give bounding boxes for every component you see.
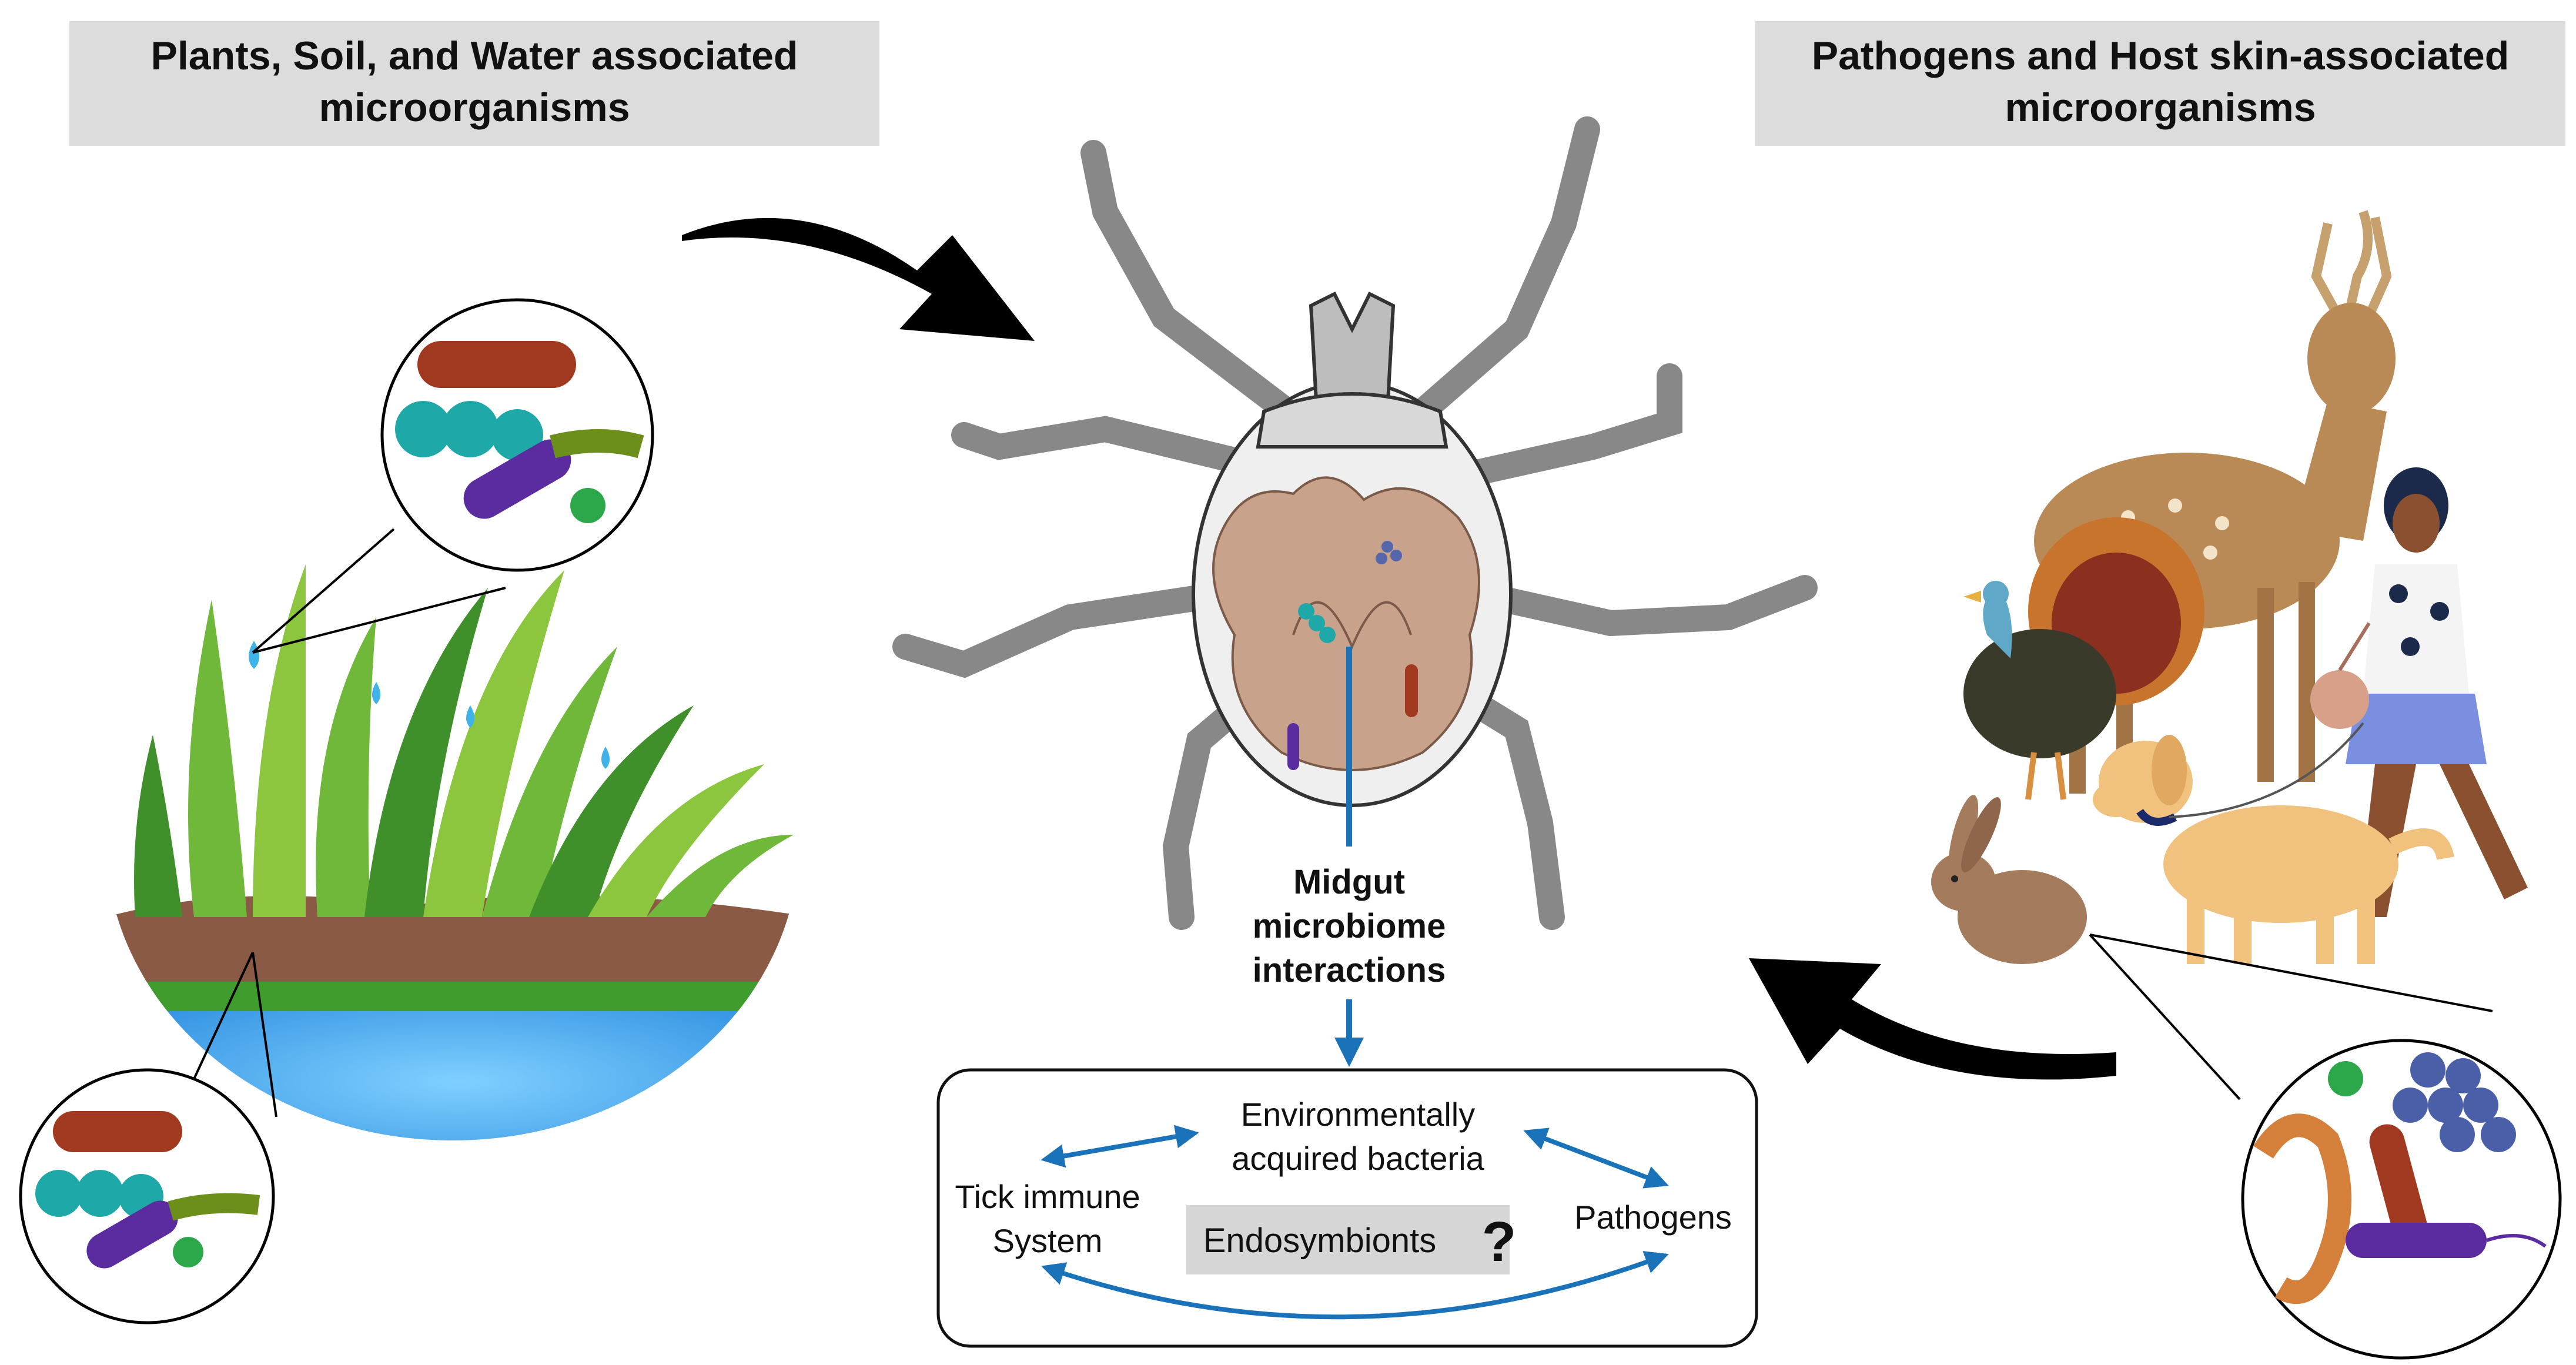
tick-icon — [892, 116, 1818, 930]
midgut-line1: Midgut — [1293, 863, 1405, 901]
arrow-environment-to-tick — [682, 218, 1035, 341]
pathogens-label: Pathogens — [1574, 1199, 1732, 1236]
question-mark: ? — [1482, 1210, 1517, 1273]
header-right: Pathogens and Host skin-associated micro… — [1755, 21, 2565, 146]
header-left-line1: Plants, Soil, and Water associated — [151, 34, 798, 78]
midgut-line3: interactions — [1253, 951, 1446, 989]
tick-immune-line2: System — [993, 1222, 1103, 1259]
dog-icon — [2093, 722, 2454, 964]
arrow-immune-environment — [1041, 1125, 1199, 1168]
rabbit-icon — [1931, 795, 2087, 964]
midgut-line2: microbiome — [1253, 907, 1446, 945]
pathogen-magnifier-icon — [2089, 934, 2562, 1360]
environmental-bacteria-line1: Environmentally — [1241, 1096, 1475, 1133]
header-right-bg — [1755, 21, 2565, 146]
header-left-bg — [69, 21, 879, 146]
midgut-label: Midgut microbiome interactions — [1253, 863, 1446, 989]
environmental-bacteria-line2: acquired bacteria — [1232, 1140, 1484, 1177]
arrow-environment-pathogens — [1523, 1128, 1669, 1189]
microbe-magnifier-icon — [19, 298, 654, 1324]
endosymbionts-label: Endosymbionts — [1203, 1222, 1437, 1260]
header-right-line1: Pathogens and Host skin-associated — [1812, 34, 2510, 78]
header-left-line2: microorganisms — [319, 85, 630, 130]
interaction-box: Environmentally acquired bacteria Tick i… — [936, 1068, 1758, 1348]
turkey-icon — [1963, 517, 2204, 800]
header-left: Plants, Soil, and Water associated micro… — [69, 21, 879, 146]
arrow-hosts-to-tick — [1749, 958, 2116, 1080]
header-right-line2: microorganisms — [2005, 85, 2316, 130]
grass-scene-icon — [106, 564, 799, 1140]
tick-immune-line1: Tick immune — [955, 1178, 1140, 1215]
arrow-immune-pathogens — [1041, 1251, 1669, 1320]
